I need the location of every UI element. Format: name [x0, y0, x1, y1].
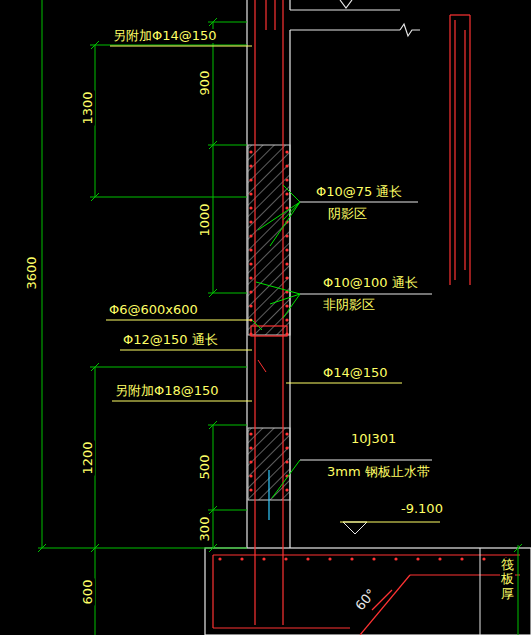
rebar-dot: [285, 206, 288, 209]
rebar-dot: [285, 192, 288, 195]
rebar-dot: [285, 276, 288, 279]
zone-note: 阴影区: [327, 207, 368, 221]
rebar-dot: [285, 262, 288, 265]
rebar-dot: [249, 460, 252, 463]
dimension: 900: [198, 70, 212, 97]
rebar-note: Φ6@600x600: [108, 303, 199, 317]
rebar-dot: [350, 557, 353, 560]
rebar-dot: [218, 557, 221, 560]
rebar-dot: [285, 446, 288, 449]
rebar-dot: [249, 262, 252, 265]
rebar-note: Φ12@150 通长: [122, 333, 219, 347]
rebar-dot: [372, 557, 375, 560]
rebar-dot: [249, 474, 252, 477]
dimension: 300: [198, 516, 212, 543]
rebar-dot: [285, 488, 288, 491]
rebar-note: Φ14@150: [322, 366, 389, 380]
dimension: 500: [198, 454, 212, 481]
rebar-dot: [416, 557, 419, 560]
rebar-dot: [249, 276, 252, 279]
dimension: 3600: [25, 255, 39, 290]
rebar-dot: [249, 206, 252, 209]
rebar-dot: [249, 164, 252, 167]
rebar-dot: [482, 557, 485, 560]
dimension: 1000: [198, 202, 212, 237]
rebar-dot: [438, 557, 441, 560]
rebar-dot: [249, 304, 252, 307]
rebar-dot: [249, 150, 252, 153]
rebar-dot: [285, 234, 288, 237]
rebar-dot: [285, 304, 288, 307]
rebar-dot: [306, 557, 309, 560]
rebar-note: Φ10@100 通长: [322, 276, 419, 290]
rebar-dot: [394, 557, 397, 560]
zone-note: 非阴影区: [322, 298, 376, 312]
rebar-dot: [249, 332, 252, 335]
rebar-dot: [249, 446, 252, 449]
rebar-dot: [249, 234, 252, 237]
standard-ref: 10J301: [350, 432, 397, 446]
rebar-dot: [262, 557, 265, 560]
rebar-dot: [284, 557, 287, 560]
rebar-dot: [249, 290, 252, 293]
rebar-dot: [460, 557, 463, 560]
dimension: 600: [81, 579, 95, 606]
angle-note: 60°: [352, 586, 379, 614]
rebar-dot: [285, 248, 288, 251]
rebar-dot: [249, 220, 252, 223]
rebar-note: 另附加Φ18@150: [114, 384, 220, 398]
rebar-dot: [285, 164, 288, 167]
dimension: 1300: [81, 90, 95, 125]
rebar-dot: [285, 150, 288, 153]
rebar-dot: [328, 557, 331, 560]
dimension: 筏板厚: [500, 558, 515, 601]
waterstop-note: 3mm 钢板止水带: [326, 465, 431, 479]
rebar-dot: [249, 488, 252, 491]
rebar-dot: [249, 248, 252, 251]
level-mark: -9.100: [400, 502, 444, 516]
rebar-dot: [285, 318, 288, 321]
dimension: 1200: [81, 440, 95, 475]
rebar-dot: [240, 557, 243, 560]
rebar-dot: [249, 178, 252, 181]
rebar-dot: [249, 192, 252, 195]
rebar-dot: [285, 432, 288, 435]
rebar-dot: [249, 432, 252, 435]
rebar-dot: [285, 178, 288, 181]
rebar-dot: [285, 332, 288, 335]
rebar-dot: [285, 460, 288, 463]
rebar-note: Φ10@75 通长: [315, 185, 403, 199]
rebar-note: 另附加Φ14@150: [112, 29, 218, 43]
